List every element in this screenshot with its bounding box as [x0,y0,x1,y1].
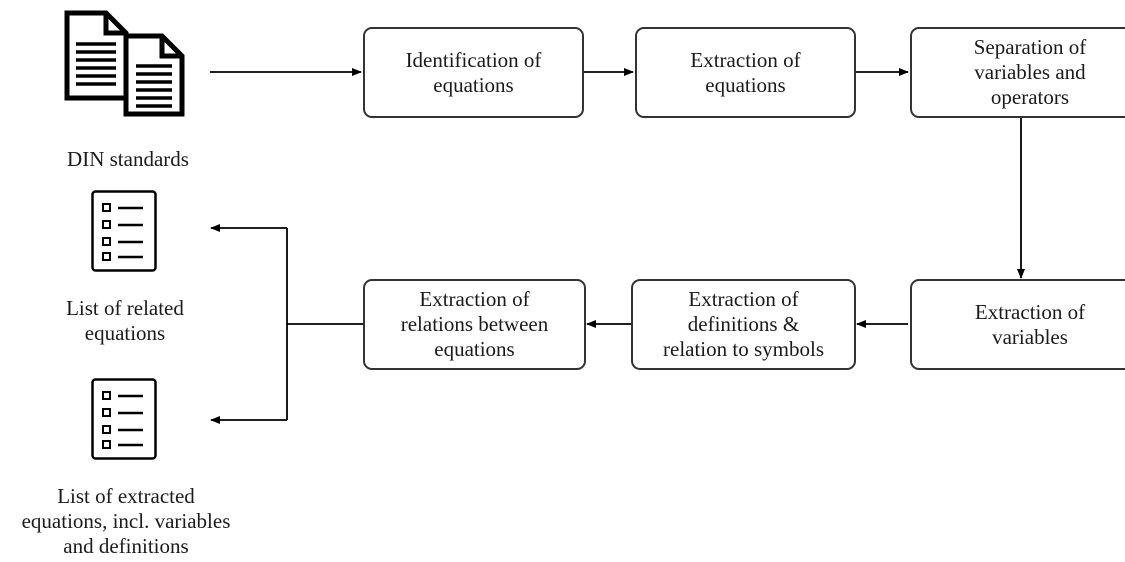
step-extraction-of-definitions: Extraction of definitions & relation to … [631,279,856,370]
checklist-icon [91,190,157,272]
step-identification-of-equations: Identification of equations [363,27,584,118]
output-label-related-equations: List of related equations [66,296,184,345]
step-separation-of-variables: Separation of variables and operators [910,27,1125,118]
step-extraction-of-variables: Extraction of variables [910,279,1125,370]
input-label: DIN standards [67,147,189,171]
documents-icon [64,10,185,117]
output-label-extracted-equations: List of extracted equations, incl. varia… [21,484,231,558]
step-extraction-of-equations: Extraction of equations [635,27,856,118]
step-extraction-of-relations: Extraction of relations between equation… [363,279,586,370]
checklist-icon [91,378,157,460]
